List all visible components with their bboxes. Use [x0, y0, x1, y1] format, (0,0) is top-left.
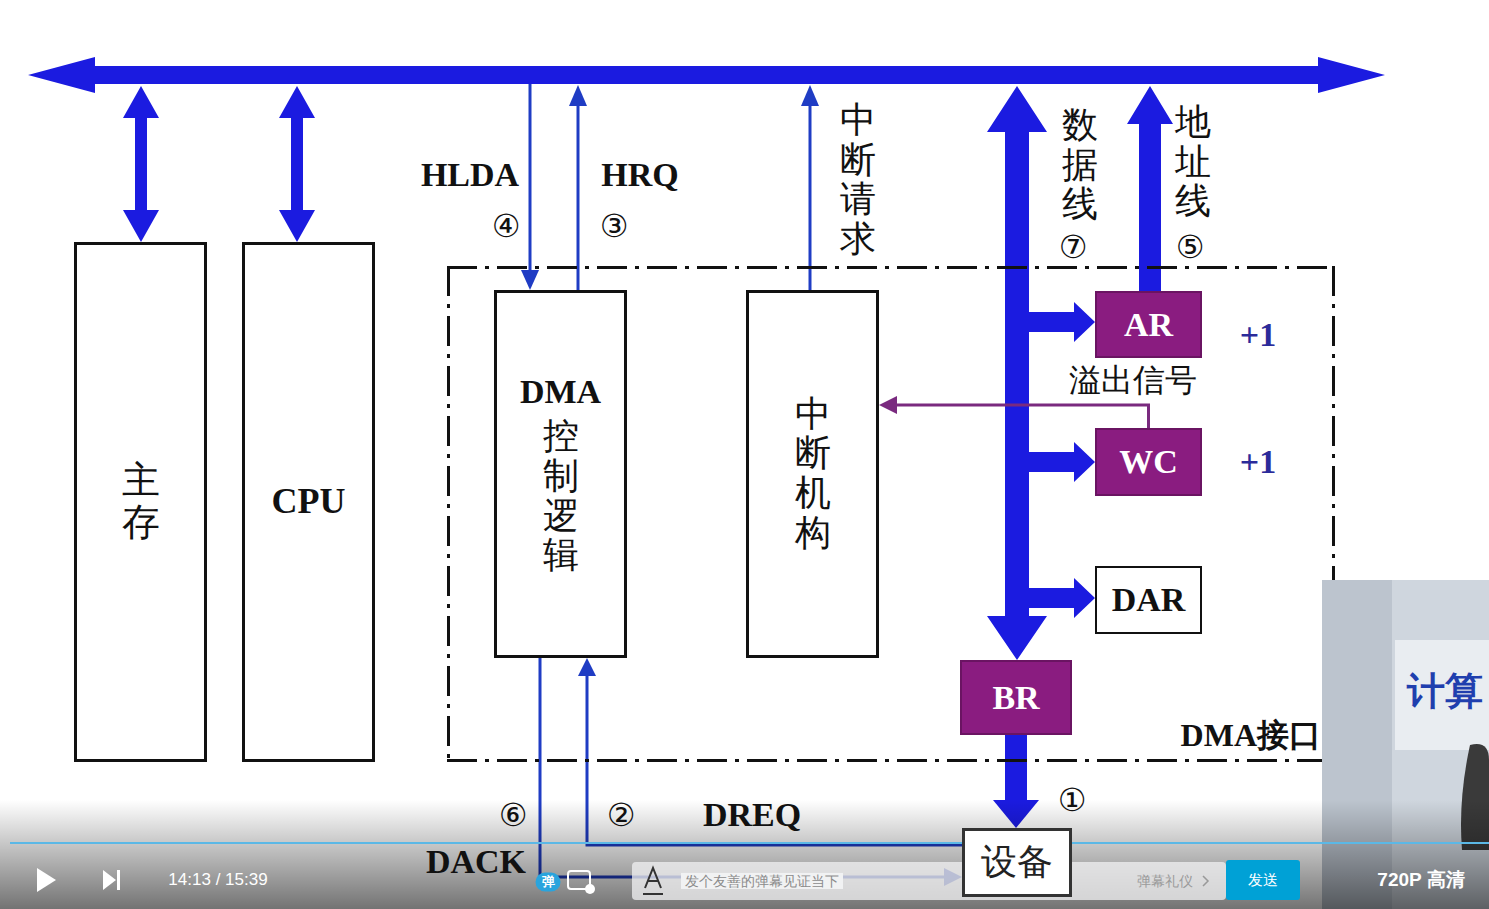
word-counter: WC [1095, 428, 1202, 496]
callout-number: ③ [600, 208, 629, 245]
memory-box: 主存 [74, 242, 207, 762]
next-icon-bar [117, 870, 120, 890]
signal-name: 溢出信号 [1069, 362, 1197, 399]
font-style-underline [643, 893, 663, 895]
block-label: 控制逻辑 [543, 417, 579, 575]
register-name: AR [1124, 305, 1173, 344]
increment-note: +1 [1240, 442, 1276, 481]
callout-number: ⑦ [1059, 229, 1088, 266]
device-label: 设备 [981, 842, 1053, 883]
signal-name: DREQ [703, 795, 801, 834]
dash-dot-border [447, 759, 1322, 762]
region-title: DMA接口 [1181, 717, 1321, 754]
signal-name: DACK [426, 842, 526, 881]
register-name: DAR [1112, 580, 1186, 619]
callout-number: ⑥ [499, 797, 528, 834]
interrupt-request-arrowhead [801, 85, 819, 106]
signal-name: HRQ [601, 155, 678, 194]
progress-bar [10, 842, 1489, 844]
block-heading: DMA [520, 372, 601, 411]
memory-bus-arrow [123, 86, 159, 242]
dma-control-logic: DMA 控制逻辑 [494, 290, 627, 658]
danmaku-etiquette-link: 弹幕礼仪 [1137, 873, 1193, 889]
interrupt-unit: 中断机构 [746, 290, 879, 658]
data-branch-arrow [1029, 578, 1095, 618]
font-style-icon [645, 868, 661, 888]
device-address-register: DAR [1095, 566, 1202, 634]
block-label: 中断机构 [795, 395, 831, 553]
play-icon [37, 868, 56, 892]
interrupt-request-wire [809, 104, 812, 290]
cpu-box: CPU [242, 242, 375, 762]
send-button [1226, 860, 1300, 900]
memory-label: 主存 [122, 460, 160, 544]
increment-note: +1 [1240, 315, 1276, 354]
data-transfer-arrow [1005, 735, 1027, 800]
quality-label: 720P 高清 [1377, 869, 1464, 891]
send-button-label: 发送 [1248, 871, 1278, 888]
cpu-label: CPU [272, 481, 346, 522]
device-box: 设备 [962, 828, 1072, 897]
input-placeholder: 发个友善的弹幕见证当下 [681, 873, 843, 889]
camera-banner-text: 计算 [1407, 670, 1483, 714]
danmaku-input [632, 862, 1226, 900]
data-branch-arrow [1029, 302, 1095, 342]
dma-interface-region: DMA接口 DMA 控制逻辑 中断机构 AR WC DAR BR [447, 266, 1335, 762]
register-name: WC [1119, 442, 1178, 481]
camera-banner [1395, 640, 1489, 750]
callout-number: ② [607, 797, 636, 834]
hlda-wire [529, 84, 532, 272]
line-name: 数据线 [1062, 106, 1098, 225]
callout-number: ④ [492, 208, 521, 245]
danmaku-toggle: 弹 [536, 873, 561, 892]
register-name: BR [992, 678, 1039, 717]
hrq-wire [577, 104, 580, 290]
danmaku-settings-gear [585, 884, 595, 894]
address-register: AR [1095, 291, 1202, 358]
dash-dot-border [447, 266, 1335, 269]
callout-number: ⑤ [1176, 229, 1205, 266]
hrq-arrowhead [569, 85, 587, 106]
address-line-arrow [1127, 86, 1173, 291]
player-time: 14:13 / 15:39 [168, 870, 267, 890]
signal-name: 中断请求 [840, 101, 876, 259]
next-icon [103, 870, 116, 890]
chevron-icon [1203, 876, 1208, 886]
dash-dot-border [1332, 266, 1335, 580]
line-name: 地址线 [1175, 103, 1211, 222]
callout-number: ① [1058, 782, 1087, 819]
signal-name: HLDA [421, 155, 519, 194]
data-line-arrow [987, 86, 1047, 660]
cpu-bus-arrow [279, 86, 315, 242]
data-branch-arrow [1029, 442, 1095, 482]
buffer-register: BR [960, 660, 1072, 735]
dash-dot-border [447, 266, 450, 762]
system-bus [28, 57, 1385, 93]
hlda-arrowhead [521, 270, 539, 290]
overflow-wire [897, 405, 1149, 428]
